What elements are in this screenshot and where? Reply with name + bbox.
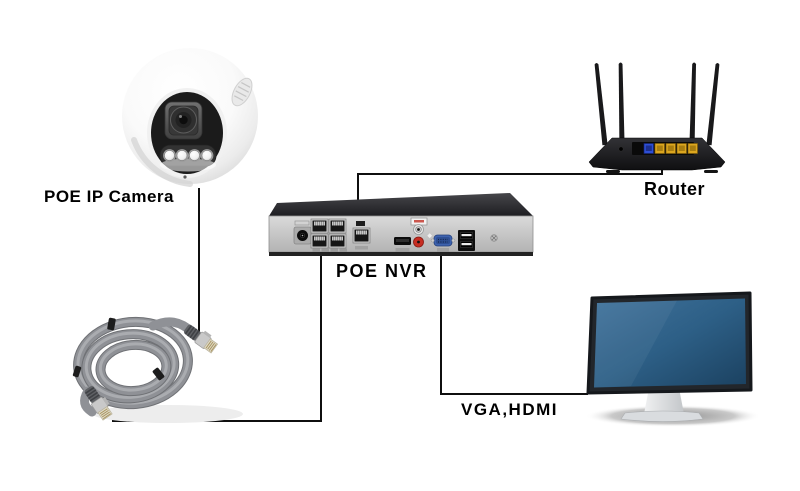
cable-shadow [93, 405, 243, 423]
antenna-4 [706, 62, 720, 146]
monitor-label: VGA,HDMI [461, 400, 558, 419]
poe-lan-port-3 [310, 233, 329, 249]
poe-lan-ports [310, 218, 347, 252]
camera-mic-hole [183, 175, 187, 179]
antenna-2 [618, 62, 625, 146]
router-wan-port [643, 143, 654, 154]
antenna-1 [594, 62, 608, 146]
camera-label: POE IP Camera [44, 187, 174, 206]
rj45-connector-bottom [84, 386, 113, 421]
router-antennas [594, 62, 720, 146]
hdmi-port [394, 237, 411, 252]
router-lan-ports [654, 143, 698, 154]
camera-led-array [159, 144, 217, 172]
wan-uplink-port [352, 221, 371, 250]
router [588, 62, 726, 173]
poe-lan-port-2 [328, 218, 347, 234]
cable-ties [72, 317, 165, 381]
rj45-connector-top [183, 324, 219, 354]
line-nvr-to-monitor [440, 246, 588, 395]
router-foot-left [606, 170, 620, 173]
camera-lens [164, 101, 203, 140]
panel-screw [490, 234, 498, 242]
poe-ip-camera [122, 48, 258, 187]
vga-port [430, 234, 456, 252]
nvr-bottom-edge [269, 252, 533, 256]
nvr-label: POE NVR [336, 261, 428, 281]
nvr-top-panel [269, 193, 533, 216]
ethernet-cable [72, 316, 243, 423]
panel-diamond-mark [427, 233, 433, 239]
usb-ports [458, 230, 475, 251]
monitor [585, 291, 761, 427]
camera-side-grill [231, 77, 253, 107]
antenna-3 [689, 62, 697, 146]
router-button [618, 146, 624, 152]
dome-shadow [131, 137, 193, 187]
router-foot-right [704, 170, 718, 173]
poe-nvr [268, 193, 534, 256]
poe-lan-port-4 [328, 233, 347, 249]
monitor-screen [594, 298, 746, 388]
screen-sheen [594, 300, 677, 388]
poe-lan-port-1 [310, 218, 329, 234]
router-label: Router [644, 179, 705, 199]
monitor-stand-base [620, 410, 704, 422]
audio-rca-jacks [410, 217, 428, 248]
monitor-stand-neck [644, 388, 684, 414]
